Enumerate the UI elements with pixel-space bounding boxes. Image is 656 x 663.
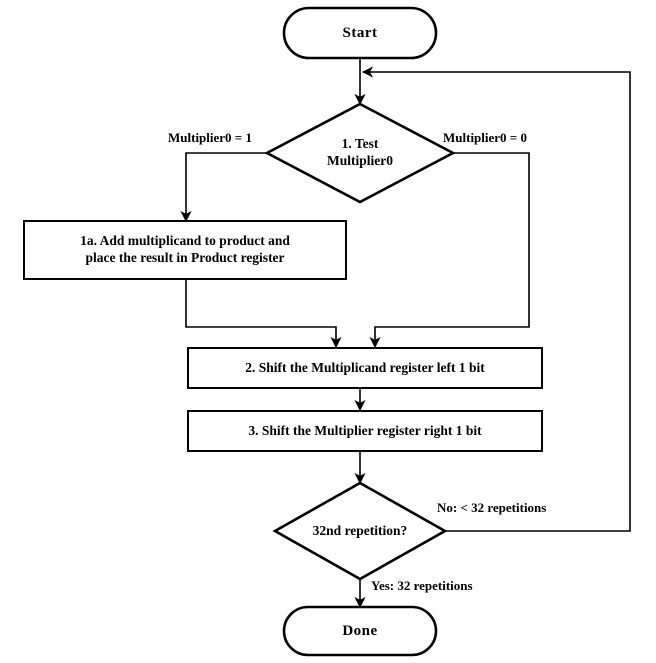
- done-terminator-shape: [282, 605, 438, 657]
- edge-repetition-no-loop: [361, 66, 631, 532]
- test-multiplier-decision-shape: [264, 102, 456, 204]
- shift-multiplicand-process-shape: [187, 347, 543, 389]
- edge-add-to-shift-multiplicand: [185, 279, 342, 349]
- edge-label-yes-branch: Yes: 32 repetitions: [371, 578, 473, 593]
- edge-test-to-shift-multiplicand: [369, 152, 530, 349]
- repetition-check-decision-shape: [272, 481, 448, 581]
- start-terminator-shape: [282, 6, 438, 60]
- edge-label-no-branch: No: < 32 repetitions: [437, 500, 547, 515]
- edge-label-multiplier-is-zero: Multiplier0 = 0: [443, 130, 527, 145]
- edge-label-multiplier-is-one: Multiplier0 = 1: [168, 130, 252, 145]
- add-multiplicand-process-shape: [23, 220, 347, 280]
- shift-multiplier-process-shape: [187, 410, 543, 452]
- edge-test-to-add-multiplicand: [180, 152, 267, 223]
